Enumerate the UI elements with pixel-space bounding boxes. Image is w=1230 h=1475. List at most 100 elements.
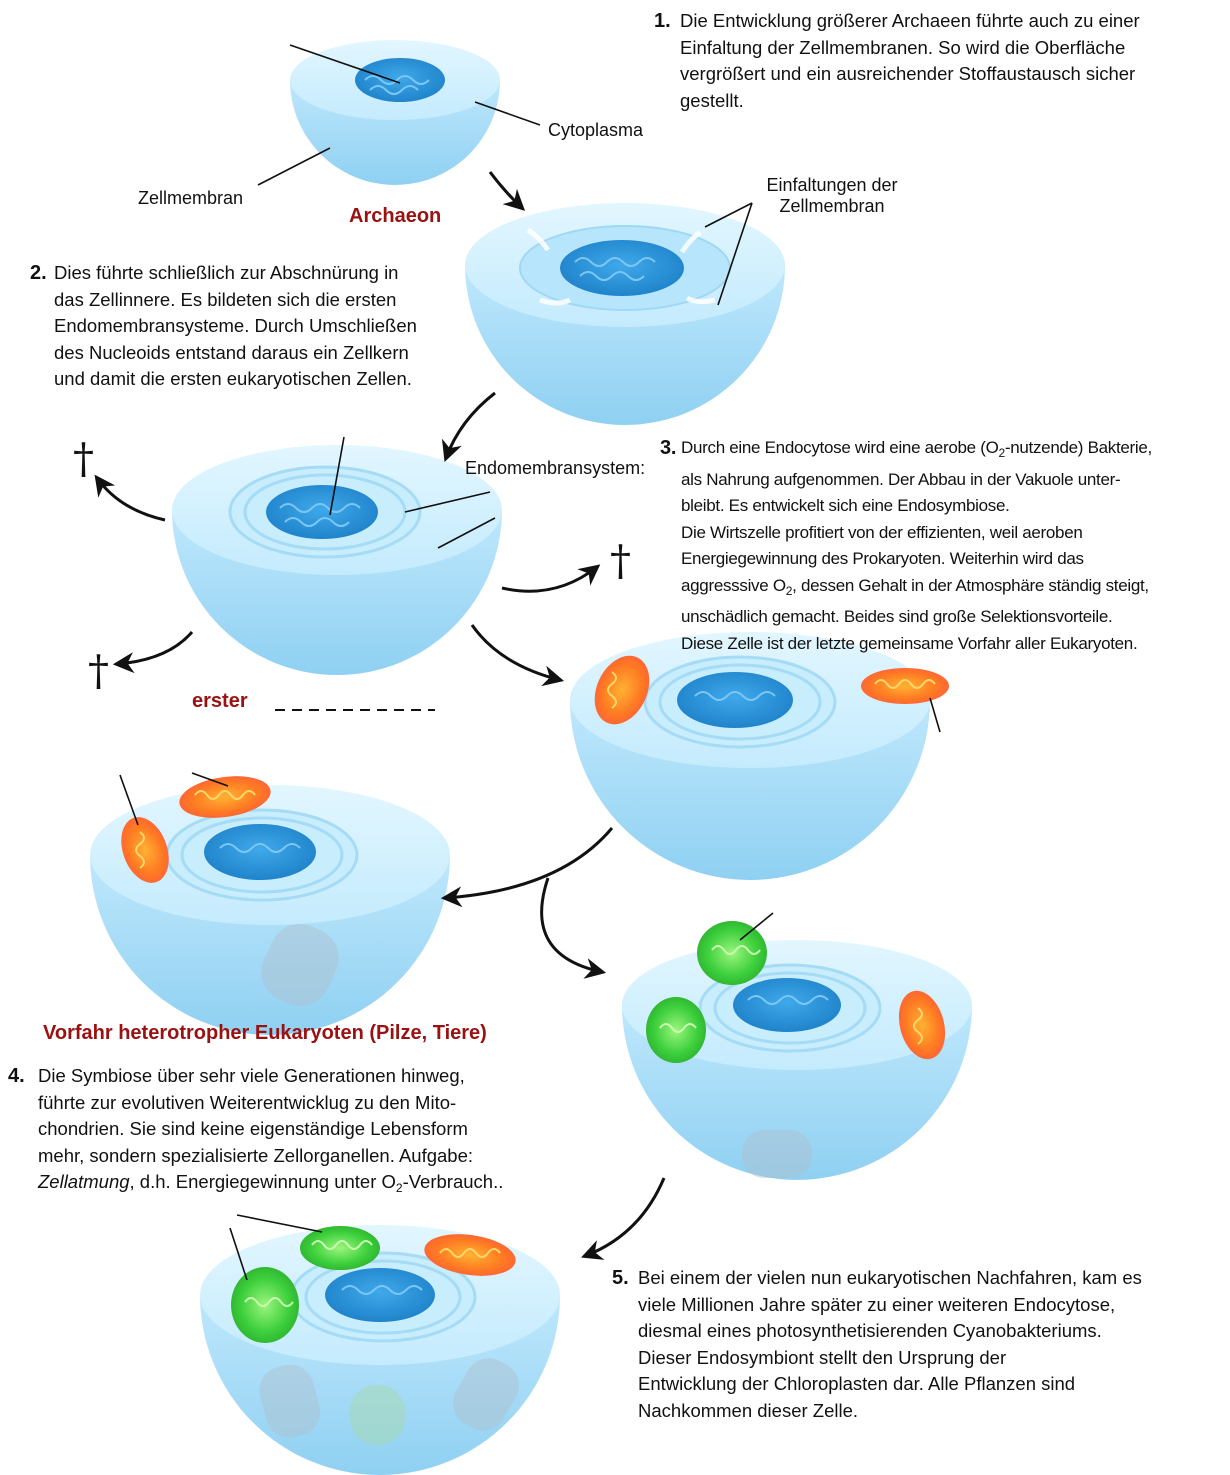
step-3-text-part: Durch eine Endocytose wird eine aerobe (… xyxy=(681,438,999,457)
arrow-3 xyxy=(470,624,565,687)
step-5-number: 5. xyxy=(612,1267,629,1289)
step-4-text-part: , d.h. Energiegewinnung unter O xyxy=(129,1171,396,1192)
step-3-line: bleibt. Es entwickelt sich eine Endosymb… xyxy=(681,496,1010,515)
step-2-text: 2. Dies führte schließlich zur Abschnüru… xyxy=(30,260,417,393)
cyanobacterium xyxy=(697,921,767,985)
step-3-number: 3. xyxy=(660,437,677,459)
subscript-2: 2 xyxy=(998,446,1006,460)
step-3-line: Durch eine Endocytose wird eine aerobe (… xyxy=(681,435,1152,467)
step-3-line: Diese Zelle ist der letzte gemeinsame Vo… xyxy=(681,633,1138,653)
step-3-text-part: , dessen Gehalt in der Atmosphäre ständi… xyxy=(792,575,1149,595)
step-4-text: 4. Die Symbiose über sehr viele Generati… xyxy=(8,1063,503,1202)
label-zellmembran: Zellmembran xyxy=(138,188,244,208)
arrow-6 xyxy=(581,1177,666,1260)
label-endomembransystem: Endomembransystem: xyxy=(465,458,646,478)
endomembrane-cell xyxy=(172,445,502,675)
subscript-2: 2 xyxy=(395,1181,403,1195)
arrow-2 xyxy=(441,391,496,462)
cyanobacterium-uptake-cell xyxy=(622,940,972,1180)
title-vorfahr-heterotroph: Vorfahr heterotropher Eukaryoten (Pilze,… xyxy=(43,1022,487,1044)
step-2-line: des Nucleoids entstand daraus ein Zellke… xyxy=(54,341,409,363)
step-4-line: Zellatmung, d.h. Energiegewinnung unter … xyxy=(38,1169,503,1202)
step-4-line: mehr, sondern spezialisierte Zellorganel… xyxy=(38,1144,474,1166)
step-5-line: diesmal eines photosynthetisierenden Cya… xyxy=(638,1320,1102,1341)
nucleus xyxy=(733,978,841,1032)
bacterium-pointer-line xyxy=(929,697,941,733)
arrow-death-right xyxy=(501,564,601,593)
step-1-line: gestellt. xyxy=(680,89,744,111)
mitochondrion xyxy=(898,990,946,1060)
mito-pointer-lines xyxy=(119,772,229,826)
step-1-line: Einfaltung der Zellmembranen. So wird di… xyxy=(680,36,1126,58)
arrow-1 xyxy=(488,171,526,211)
aerobic-bacterium xyxy=(861,668,949,704)
step-3-line: Die Wirtszelle profitiert von der effizi… xyxy=(681,522,1083,542)
subscript-2: 2 xyxy=(785,583,793,598)
plant-ancestor-cell xyxy=(200,1225,560,1475)
nucleus xyxy=(325,1268,435,1322)
step-1-text: 1. Die Entwicklung größerer Archaeen füh… xyxy=(654,8,1140,114)
mitochondrion xyxy=(594,655,650,725)
step-2-number: 2. xyxy=(30,262,47,284)
nucleoid xyxy=(355,58,445,102)
nucleus xyxy=(204,824,316,880)
step-2-line: Endomembransysteme. Durch Umschließen xyxy=(54,315,417,336)
label-einfaltungen-line2: Zellmembran xyxy=(779,196,885,216)
step-5-text: 5. Bei einem der vielen nun eukaryotisch… xyxy=(612,1265,1142,1424)
arrow-death-left xyxy=(94,474,166,522)
step-3-line: als Nahrung aufgenommen. Der Abbau in de… xyxy=(681,469,1121,489)
step-2-line: und damit die ersten eukaryotischen Zell… xyxy=(54,368,412,389)
step-3-text-part: aggresssive O xyxy=(681,575,786,595)
chloroplast xyxy=(646,997,706,1063)
arrow-5 xyxy=(540,877,607,979)
label-einfaltungen: Einfaltungen der Zellmembran xyxy=(762,175,902,217)
flow-arrows xyxy=(94,171,666,1260)
step-1-line: vergrößert und ein ausreichender Stoffau… xyxy=(680,63,1136,84)
archaeon-pointer-lines xyxy=(257,44,541,186)
step-3-line: aggresssive O2, dessen Gehalt in der Atm… xyxy=(681,573,1152,605)
step-5-line: Dieser Endosymbiont stellt den Ursprung … xyxy=(638,1346,1007,1368)
step-3-line: unschädlich gemacht. Beides sind große S… xyxy=(681,607,1113,626)
step-5-line: Bei einem der vielen nun eukaryotischen … xyxy=(638,1267,1142,1288)
archaeon-cell xyxy=(290,40,500,185)
label-einfaltungen-line1: Einfaltungen der xyxy=(766,175,898,195)
first-eukaryote-cell xyxy=(570,632,949,880)
step-5-line: viele Millionen Jahre später zu einer we… xyxy=(638,1293,1116,1315)
step-4-text-part: -Verbrauch.. xyxy=(402,1171,504,1192)
step-2-line: Dies führte schließlich zur Abschnürung … xyxy=(54,262,399,283)
step-4-line: Die Symbiose über sehr viele Generatione… xyxy=(38,1065,465,1086)
extinction-dagger-bottom: † xyxy=(88,646,109,695)
step-1-line: Die Entwicklung größerer Archaeen führte… xyxy=(680,10,1140,31)
label-erster: erster xyxy=(192,690,248,712)
label-cytoplasma: Cytoplasma xyxy=(548,120,644,140)
endomembrane-pointer-lines xyxy=(329,436,496,549)
step-5-line: Entwicklung der Chloroplasten dar. Alle … xyxy=(638,1373,1076,1394)
heterotroph-ancestor-cell xyxy=(90,776,450,1035)
infolding-pointer-lines xyxy=(704,202,753,306)
mitochondrion xyxy=(179,776,271,818)
nucleoid xyxy=(560,240,684,296)
cyanobacterium-pointer-line xyxy=(739,912,774,941)
step-4-line: chondrien. Sie sind keine eigenständige … xyxy=(38,1118,468,1139)
step-4-line: führte zur evolutiven Weiterentwicklug z… xyxy=(38,1091,457,1113)
chloro-pointer-lines xyxy=(229,1214,323,1281)
step-1-number: 1. xyxy=(654,10,671,32)
step-4-italic-term: Zellatmung xyxy=(38,1171,130,1192)
mitochondrion xyxy=(121,817,169,883)
step-3-line: Energiegewinnung des Prokaryoten. Weiter… xyxy=(681,549,1084,568)
step-4-number: 4. xyxy=(8,1065,25,1087)
infolded-cell xyxy=(465,203,785,425)
chloroplast xyxy=(300,1226,380,1270)
nucleus xyxy=(677,672,793,728)
extinction-dagger-left: † xyxy=(73,434,94,483)
title-archaeon: Archaeon xyxy=(349,205,442,227)
nucleus xyxy=(266,485,378,539)
step-3-text-part: -nutzende) Bakterie, xyxy=(1004,438,1152,457)
extinction-dagger-right: † xyxy=(610,536,631,585)
arrow-death-bottom xyxy=(112,631,194,674)
arrow-4 xyxy=(440,827,614,908)
mitochondrion xyxy=(424,1234,516,1276)
step-3-text: 3. Durch eine Endocytose wird eine aerob… xyxy=(660,435,1152,657)
step-2-line: das Zellinnere. Es bildeten sich die ers… xyxy=(54,288,397,310)
